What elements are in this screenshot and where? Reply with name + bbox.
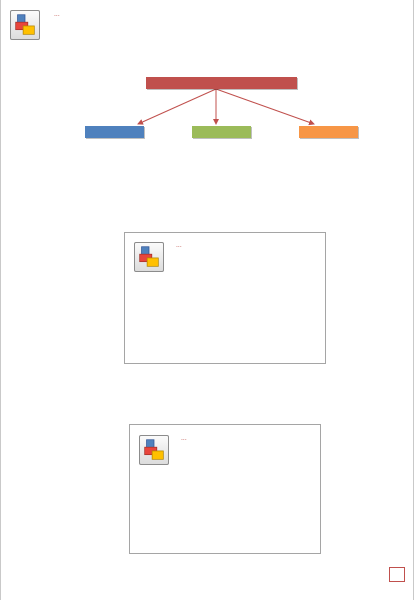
app-icon[interactable] xyxy=(134,242,164,272)
panel-title: ... xyxy=(176,242,182,249)
app-title: ... xyxy=(54,11,60,18)
org-child-node-2[interactable] xyxy=(192,126,251,138)
panel-2[interactable]: ... xyxy=(129,424,321,554)
panel-1[interactable]: ... xyxy=(124,232,326,364)
connector-right xyxy=(215,88,315,126)
app-icon-graphic xyxy=(139,246,159,267)
app-icon-graphic xyxy=(144,439,164,460)
app-icon[interactable] xyxy=(10,10,40,40)
org-root-node[interactable] xyxy=(146,77,297,89)
org-child-node-3[interactable] xyxy=(299,126,358,138)
app-icon[interactable] xyxy=(139,435,169,465)
corner-box[interactable] xyxy=(389,567,405,582)
connector-left xyxy=(137,88,217,125)
app-icon-graphic xyxy=(15,14,35,35)
panel-title: ... xyxy=(181,435,187,442)
org-child-node-1[interactable] xyxy=(85,126,144,138)
